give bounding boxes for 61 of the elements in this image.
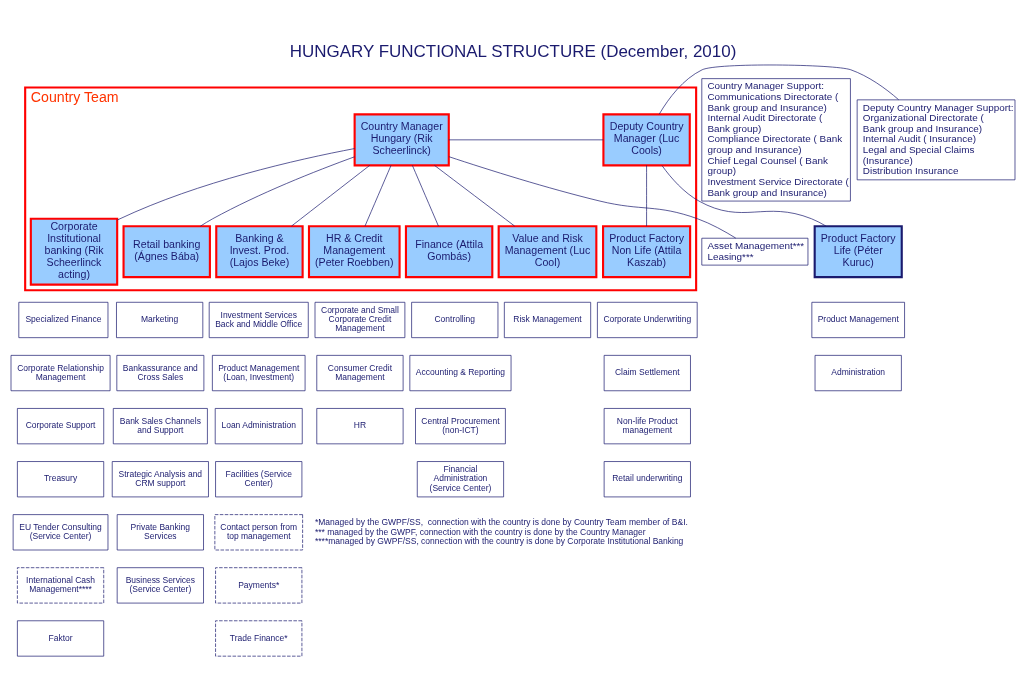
- connector: [661, 164, 827, 226]
- node-box: Controlling: [411, 301, 499, 338]
- node-box: Finance (Attila Gombás): [404, 224, 494, 278]
- node-box: Country Manager Hungary (Rik Scheerlinck): [353, 112, 450, 166]
- node-box: Deputy Country Manager (Luc Cools): [602, 112, 691, 166]
- node-box: Specialized Finance: [18, 301, 109, 338]
- node-box: Retail banking (Ágnes Bába): [122, 224, 211, 278]
- node-box: Product Factory Non Life (Attila Kaszab): [602, 224, 692, 278]
- connector: [412, 164, 439, 226]
- diagram-title: HUNGARY FUNCTIONAL STRUCTURE (December, 2010): [289, 41, 737, 61]
- node-box: Facilities (Service Center): [215, 460, 303, 497]
- node-box: Consumer Credit Management: [316, 354, 404, 391]
- node-box: Payments*: [215, 566, 303, 603]
- connector: [658, 64, 900, 114]
- label: *Managed by the GWPF/SS, connection with the country is done by Country Team member of B&I.: [315, 516, 688, 527]
- node-box: Bank Sales Channels and Support: [112, 407, 208, 444]
- node-box: Trade Finance*: [215, 619, 303, 657]
- node-box: Banking & Invest. Prod. (Lajos Beke): [215, 224, 304, 278]
- node-box: Asset Management*** Leasing***: [701, 237, 809, 265]
- node-box: Marketing: [116, 301, 204, 338]
- node-box: Non-life Product management: [603, 407, 691, 444]
- connector: [364, 164, 392, 226]
- node-box: Product Management (Loan, Investment): [212, 354, 306, 391]
- node-box: HR & Credit Management (Peter Roebben): [307, 224, 401, 278]
- node-box: Corporate Support: [17, 407, 105, 444]
- connector: [434, 164, 515, 226]
- label: *** managed by the GWPF, connection with the country is done by the Country Manager: [315, 526, 646, 536]
- node-box: Corporate and Small Corporate Credit Management: [314, 301, 406, 338]
- node-box: EU Tender Consulting (Service Center): [12, 513, 109, 550]
- node-box: Corporate Institutional banking (Rik Scheerlinck acting): [29, 217, 119, 286]
- node-box: Private Banking Services: [116, 513, 204, 550]
- node-box: Administration: [814, 354, 902, 391]
- node-box: Financial Administration (Service Center): [416, 460, 504, 497]
- connector: [117, 147, 355, 220]
- connector: [200, 155, 355, 227]
- node-box: Strategic Analysis and CRM support: [111, 460, 209, 497]
- connector: [646, 164, 647, 226]
- connector: [291, 164, 371, 226]
- node-box: Bankassurance and Cross Sales: [116, 354, 205, 391]
- node-box: Product Management: [811, 301, 905, 338]
- node-box: Accounting & Reporting: [409, 354, 512, 391]
- node-box: Corporate Underwriting: [597, 301, 698, 338]
- node-box: Deputy Country Manager Support: Organizational Directorate ( Bank group and Insurance) Internal Audit ( Insurance) Legal and Special Claims (Insurance) Distribution Insurance: [856, 99, 1016, 180]
- node-box: Business Services (Service Center): [116, 566, 204, 603]
- node-box: International Cash Management****: [17, 566, 105, 603]
- node-box: Value and Risk Management (Luc Cool): [497, 224, 598, 278]
- node-box: HR: [316, 407, 404, 444]
- connector: [448, 155, 737, 238]
- label: ****managed by GWPF/SS, connection with the country is done by Corporate Institutional Banking: [315, 535, 684, 546]
- node-box: Treasury: [17, 460, 105, 497]
- node-box: Faktor: [17, 619, 105, 657]
- node-box: Contact person from top management: [214, 513, 303, 550]
- node-box: Retail underwriting: [603, 460, 691, 497]
- node-box: Central Procurement (non-ICT): [415, 407, 506, 444]
- node-box: Claim Settlement: [603, 354, 691, 391]
- node-box: Loan Administration: [214, 407, 303, 444]
- node-box: Investment Services Back and Middle Office: [208, 301, 309, 338]
- node-box: Country Manager Support: Communications Directorate ( Bank group and Insurance) Internal Audit Directorate ( Bank group) Compliance Directorate ( Bank group and Insurance) Chief Legal Counsel ( Bank group) Investment Service Directorate ( Bank group and Insurance): [701, 77, 851, 201]
- node-box: Corporate Relationship Management: [10, 354, 111, 391]
- node-box: Product Factory Life (Péter Kuruc): [813, 224, 903, 278]
- node-box: Risk Management: [503, 301, 592, 338]
